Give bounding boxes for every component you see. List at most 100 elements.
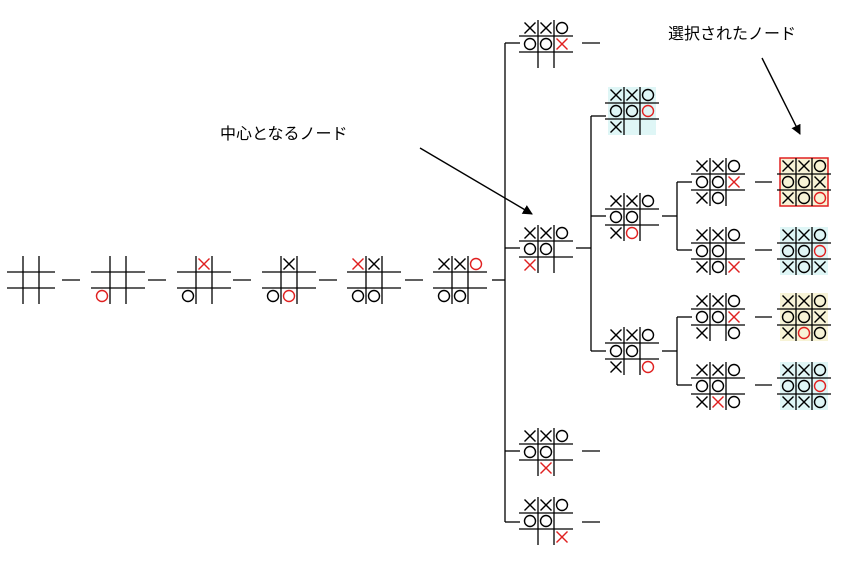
o-mark (813, 191, 827, 205)
x-mark (728, 261, 740, 273)
o-mark (813, 228, 827, 242)
o-mark (266, 289, 280, 303)
o-mark (797, 191, 811, 205)
board-c3 (519, 428, 573, 476)
x-mark (696, 295, 708, 307)
x-mark (610, 121, 622, 133)
x-mark (712, 160, 724, 172)
o-mark (609, 210, 623, 224)
x-mark (610, 89, 622, 101)
board-c1 (519, 20, 573, 68)
x-mark (524, 499, 536, 511)
x-mark (782, 261, 794, 273)
board-h3 (691, 293, 745, 341)
board-g3 (605, 327, 659, 375)
o-mark (539, 514, 553, 528)
x-mark (610, 329, 622, 341)
o-mark (437, 289, 451, 303)
x-mark (283, 258, 295, 270)
o-mark (781, 379, 795, 393)
selected-node-arrow (761, 57, 801, 135)
x-mark (524, 259, 536, 271)
x-mark (524, 22, 536, 34)
o-mark (781, 310, 795, 324)
x-mark (626, 195, 638, 207)
board-t2 (777, 227, 831, 275)
x-mark (626, 329, 638, 341)
o-mark (797, 175, 811, 189)
o-mark (813, 294, 827, 308)
o-mark (523, 514, 537, 528)
center-node-arrow (419, 147, 533, 215)
x-mark (782, 364, 794, 376)
o-mark (711, 175, 725, 189)
x-mark (814, 176, 826, 188)
o-mark (555, 226, 569, 240)
o-mark (641, 194, 655, 208)
o-mark (555, 498, 569, 512)
o-mark (711, 260, 725, 274)
o-mark (797, 260, 811, 274)
o-mark (539, 37, 553, 51)
board-c2 (519, 225, 573, 273)
o-mark (625, 226, 639, 240)
o-mark (797, 244, 811, 258)
o-mark (695, 310, 709, 324)
board-h4 (691, 362, 745, 410)
x-mark (712, 295, 724, 307)
o-mark (711, 244, 725, 258)
o-mark (781, 244, 795, 258)
board-n4 (347, 256, 401, 304)
x-mark (610, 361, 622, 373)
board-n5 (433, 256, 487, 304)
o-mark (181, 289, 195, 303)
x-mark (696, 327, 708, 339)
o-mark (695, 244, 709, 258)
x-mark (540, 499, 552, 511)
x-mark (798, 160, 810, 172)
o-mark (727, 326, 741, 340)
o-mark (95, 289, 109, 303)
x-mark (696, 396, 708, 408)
o-mark (727, 294, 741, 308)
o-mark (727, 363, 741, 377)
x-mark (782, 192, 794, 204)
o-mark (625, 104, 639, 118)
x-mark (352, 258, 364, 270)
selected-node-label: 選択されたノード (668, 24, 797, 43)
board-n0 (7, 256, 55, 304)
board-t3 (777, 293, 831, 341)
x-mark (696, 192, 708, 204)
o-mark (727, 395, 741, 409)
x-mark (438, 258, 450, 270)
o-mark (625, 210, 639, 224)
x-mark (782, 327, 794, 339)
x-mark (696, 160, 708, 172)
board-h2 (691, 227, 745, 275)
tree-nodes (7, 20, 831, 545)
x-mark (696, 229, 708, 241)
o-mark (813, 326, 827, 340)
o-mark (625, 344, 639, 358)
o-mark (641, 328, 655, 342)
board-c4 (519, 497, 573, 545)
o-mark (695, 175, 709, 189)
o-mark (555, 429, 569, 443)
o-mark (555, 21, 569, 35)
x-mark (540, 22, 552, 34)
x-mark (524, 430, 536, 442)
x-mark (798, 396, 810, 408)
x-mark (524, 227, 536, 239)
o-mark (797, 379, 811, 393)
o-mark (453, 289, 467, 303)
x-mark (728, 311, 740, 323)
o-mark (711, 310, 725, 324)
x-mark (798, 364, 810, 376)
center-node-label: 中心となるノード (220, 124, 348, 143)
x-mark (454, 258, 466, 270)
x-mark (814, 261, 826, 273)
x-mark (782, 229, 794, 241)
o-mark (523, 37, 537, 51)
x-mark (782, 160, 794, 172)
o-mark (781, 175, 795, 189)
